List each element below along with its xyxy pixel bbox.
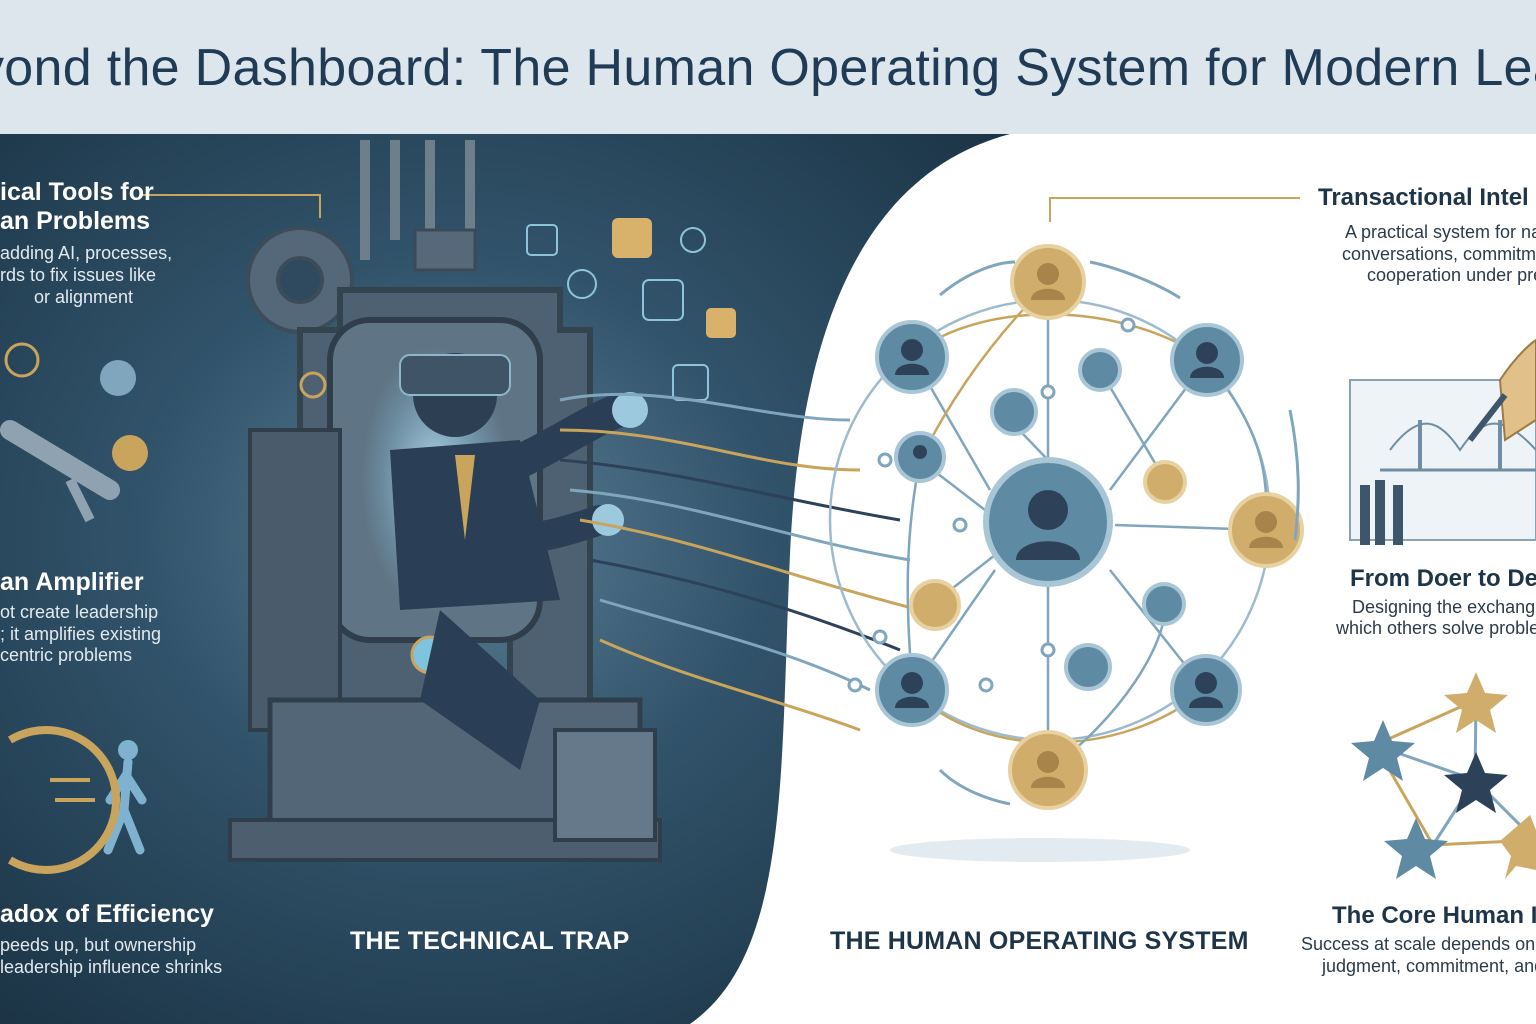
human-os-caption: THE HUMAN OPERATING SYSTEM <box>830 927 1249 955</box>
left-heading-1-line-1: ical Tools for <box>0 178 154 206</box>
left-body-2-line-2: ; it amplifies existing <box>0 624 162 644</box>
multitool-icon <box>0 342 148 523</box>
right-heading-2: From Doer to De <box>1350 565 1536 592</box>
left-body-1-line-2: rds to fix issues like <box>0 265 157 285</box>
left-body-3-line-1: peeds up, but ownership <box>0 935 197 955</box>
person-silhouettes <box>895 339 1224 708</box>
left-body-1-line-1: adding AI, processes, <box>0 243 173 263</box>
star-icon <box>1351 672 1536 879</box>
left-body-3-line-2: leadership influence shrinks <box>0 957 223 977</box>
page-title: yond the Dashboard: The Human Operating … <box>0 39 1536 97</box>
left-body-1-line-3: or alignment <box>34 287 134 307</box>
technical-trap-caption: THE TECHNICAL TRAP <box>350 927 630 955</box>
left-body-2-line-3: centric problems <box>0 645 133 665</box>
person-icon <box>983 457 1113 587</box>
right-body-3-line-1: Success at scale depends on a <box>1301 934 1536 954</box>
right-body-1-line-2: conversations, commitm <box>1342 244 1536 264</box>
left-heading-2: an Amplifier <box>0 568 144 596</box>
network-dots <box>847 317 1136 693</box>
right-heading-3: The Core Human I <box>1332 902 1536 929</box>
machine-pipes <box>360 140 475 260</box>
person-silhouettes-gold <box>1031 263 1283 788</box>
data-wires <box>559 392 921 732</box>
left-body-2-line-1: ot create leadership <box>0 602 159 622</box>
left-heading-1-line-2: an Problems <box>0 207 151 235</box>
right-body-1-line-1: A practical system for na <box>1345 222 1536 242</box>
walking-figure-icon <box>7 726 147 874</box>
right-body-2-line-2: which others solve problem <box>1336 618 1536 638</box>
right-body-1-line-3: cooperation under pre <box>1367 265 1536 285</box>
left-heading-3: adox of Efficiency <box>0 900 214 928</box>
right-heading-1: Transactional Intel <box>1318 184 1529 211</box>
vr-headset-icon <box>390 353 648 770</box>
right-body-3-line-2: judgment, commitment, and <box>1322 956 1536 976</box>
title-bar: yond the Dashboard: The Human Operating … <box>0 0 1536 134</box>
pen-hand-icon <box>1467 338 1536 442</box>
gear-icon <box>246 226 354 334</box>
chart-icon <box>612 218 736 338</box>
right-body-2-line-1: Designing the exchange <box>1352 597 1536 617</box>
